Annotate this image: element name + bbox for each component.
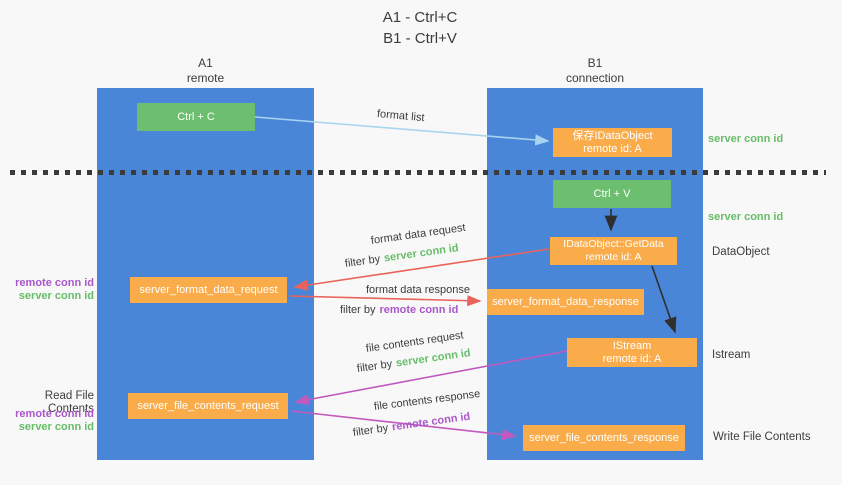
lifeline-b1-subtitle: connection — [565, 71, 625, 85]
write-file-contents-label: Write File Contents — [713, 431, 811, 443]
istream-line2: remote id: A — [602, 352, 662, 365]
lifeline-b1-name: B1 — [587, 56, 603, 70]
arrow-format-data-response — [289, 295, 482, 307]
ctrl-c-box: Ctrl + C — [137, 103, 255, 131]
server-conn-id-label-top: server conn id — [708, 133, 784, 145]
server-format-data-request-box: server_format_data_request — [130, 277, 287, 303]
server-conn-id-label-left-top: server conn id — [18, 290, 94, 302]
server-file-contents-response-box: server_file_contents_response — [523, 425, 685, 451]
phase-separator-dotted-line — [10, 170, 826, 175]
lifeline-header-b1: B1 connection — [487, 56, 703, 86]
istream-box: IStream remote id: A — [567, 338, 697, 367]
save-idataobject-line2: remote id: A — [583, 142, 642, 155]
server-file-contents-request-box: server_file_contents_request — [128, 393, 288, 419]
remote-conn-id-label-bottom: remote conn id — [15, 408, 94, 420]
filter-by-text: filter by — [340, 304, 376, 316]
server-conn-id-label-left-bottom: server conn id — [18, 421, 94, 433]
arrow-file-contents-request — [294, 350, 568, 406]
left-conn-id-group-top: remote conn id server conn id — [0, 277, 94, 303]
server-file-contents-response-label: server_file_contents_response — [529, 431, 679, 444]
istream-line1: IStream — [612, 339, 652, 352]
diagram-title: A1 - Ctrl+C B1 - Ctrl+V — [320, 7, 520, 49]
left-conn-id-group-bottom: remote conn id server conn id — [0, 408, 94, 434]
lifeline-a1-subtitle: remote — [186, 71, 225, 85]
remote-conn-id-label-top: remote conn id — [15, 277, 94, 289]
server-file-contents-request-label: server_file_contents_request — [137, 399, 279, 412]
save-idataobject-line1: 保存IDataObject — [572, 129, 653, 142]
istream-side-label: Istream — [712, 349, 751, 361]
title-line-b1: B1 - Ctrl+V — [383, 30, 457, 47]
read-file-contents-label: Read File Contents — [44, 390, 94, 415]
getdata-line1: IDataObject::GetData — [563, 238, 664, 250]
dataobject-label: DataObject — [712, 246, 770, 258]
server-format-data-response-label: server_format_data_response — [492, 295, 639, 308]
ctrl-c-label: Ctrl + C — [177, 110, 215, 123]
arrow-getdata-to-istream — [651, 265, 677, 334]
lifeline-a1-name: A1 — [198, 56, 213, 70]
arrow-format-data-request — [293, 248, 550, 291]
idataobject-getdata-box: IDataObject::GetData remote id: A — [550, 237, 677, 265]
server-conn-id-label-mid: server conn id — [708, 211, 784, 223]
server-format-data-request-label: server_format_data_request — [139, 283, 278, 296]
save-idataobject-box: 保存IDataObject remote id: A — [553, 128, 672, 157]
format-data-response-label: format data response — [366, 284, 470, 296]
getdata-line2: remote id: A — [585, 251, 642, 263]
ctrl-v-box: Ctrl + V — [553, 180, 671, 208]
arrow-format-list — [254, 116, 550, 146]
ctrl-v-label: Ctrl + V — [593, 187, 631, 200]
lifeline-header-a1: A1 remote — [97, 56, 314, 86]
arrow-file-contents-response — [290, 410, 517, 441]
title-line-a1: A1 - Ctrl+C — [382, 9, 458, 26]
filter-remote-conn-id: remote conn id — [379, 304, 459, 316]
server-format-data-response-box: server_format_data_response — [487, 289, 644, 315]
